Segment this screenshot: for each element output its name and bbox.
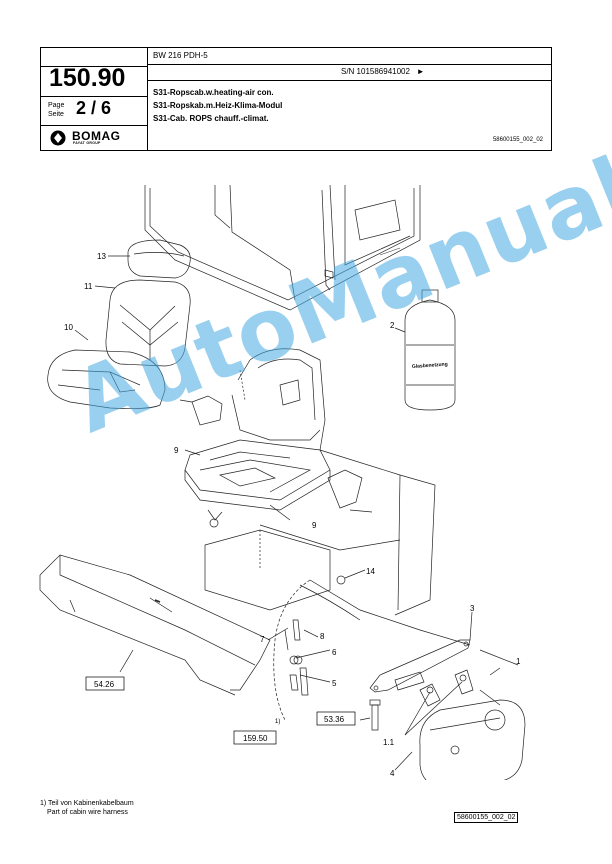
divider bbox=[147, 48, 148, 150]
ref-54-26: 54.26 bbox=[94, 680, 115, 689]
header-block: 150.90 Page Seite 2 / 6 BOMAG FAYAT GROU… bbox=[40, 47, 552, 151]
callout-2: 2 bbox=[390, 321, 395, 330]
ref-53-36: 53.36 bbox=[324, 715, 345, 724]
callout-9b: 9 bbox=[312, 521, 317, 530]
exploded-parts-drawing: 13 11 10 2 9 9 14 3 1 7 8 6 5 1.1 4 1) 5… bbox=[39, 184, 526, 780]
callout-5: 5 bbox=[332, 679, 337, 688]
page-number: 2 / 6 bbox=[76, 98, 112, 118]
callout-7: 7 bbox=[260, 635, 265, 644]
play-icon: ► bbox=[416, 67, 425, 76]
brand-subtitle: FAYAT GROUP bbox=[73, 141, 101, 145]
divider bbox=[147, 64, 551, 65]
divider bbox=[147, 80, 551, 81]
footer-doc-reference: 58600155_002_02 bbox=[454, 812, 519, 823]
callout-10: 10 bbox=[64, 323, 73, 332]
title-fr: S31-Cab. ROPS chauff.-climat. bbox=[153, 114, 269, 123]
footnote-en: Part of cabin wire harness bbox=[47, 809, 128, 816]
footnote-de: 1) Teil von Kabinenkabelbaum bbox=[40, 800, 134, 807]
section-titles: S31-Ropscab.w.heating-air con. S31-Ropsk… bbox=[153, 86, 282, 125]
serial-number: S/N 101586941002 ► bbox=[341, 67, 425, 76]
title-en: S31-Ropscab.w.heating-air con. bbox=[153, 88, 274, 97]
bomag-logo-icon bbox=[50, 130, 66, 146]
ref-159-50: 159.50 bbox=[243, 734, 268, 743]
callout-4: 4 bbox=[390, 769, 395, 778]
callout-14: 14 bbox=[366, 567, 375, 576]
page-label-de: Page bbox=[48, 102, 65, 109]
callout-13: 13 bbox=[97, 252, 106, 261]
brand-name: BOMAG bbox=[72, 129, 121, 143]
divider bbox=[41, 96, 147, 97]
callout-8: 8 bbox=[320, 632, 325, 641]
callout-1-1: 1.1 bbox=[383, 738, 395, 747]
page-label-en: Seite bbox=[48, 111, 64, 118]
callout-11: 11 bbox=[84, 282, 93, 291]
divider bbox=[41, 125, 147, 126]
brand-logo: BOMAG FAYAT GROUP bbox=[49, 129, 141, 147]
section-number: 150.90 bbox=[49, 64, 126, 92]
page-label: Page Seite bbox=[48, 101, 64, 119]
callout-1: 1 bbox=[516, 657, 521, 666]
callout-9a: 9 bbox=[174, 446, 179, 455]
footnote-marker: 1) bbox=[275, 719, 280, 725]
callout-3: 3 bbox=[470, 604, 475, 613]
model-name: BW 216 PDH-5 bbox=[153, 51, 208, 60]
doc-reference: 58600155_002_02 bbox=[492, 137, 543, 143]
divider bbox=[41, 66, 147, 67]
footnote: 1) Teil von Kabinenkabelbaum Part of cab… bbox=[40, 799, 134, 817]
bottle-label: Glasbenetzung bbox=[412, 362, 448, 370]
title-de: S31-Ropskab.m.Heiz-Klima-Modul bbox=[153, 101, 283, 110]
callout-6: 6 bbox=[332, 648, 337, 657]
